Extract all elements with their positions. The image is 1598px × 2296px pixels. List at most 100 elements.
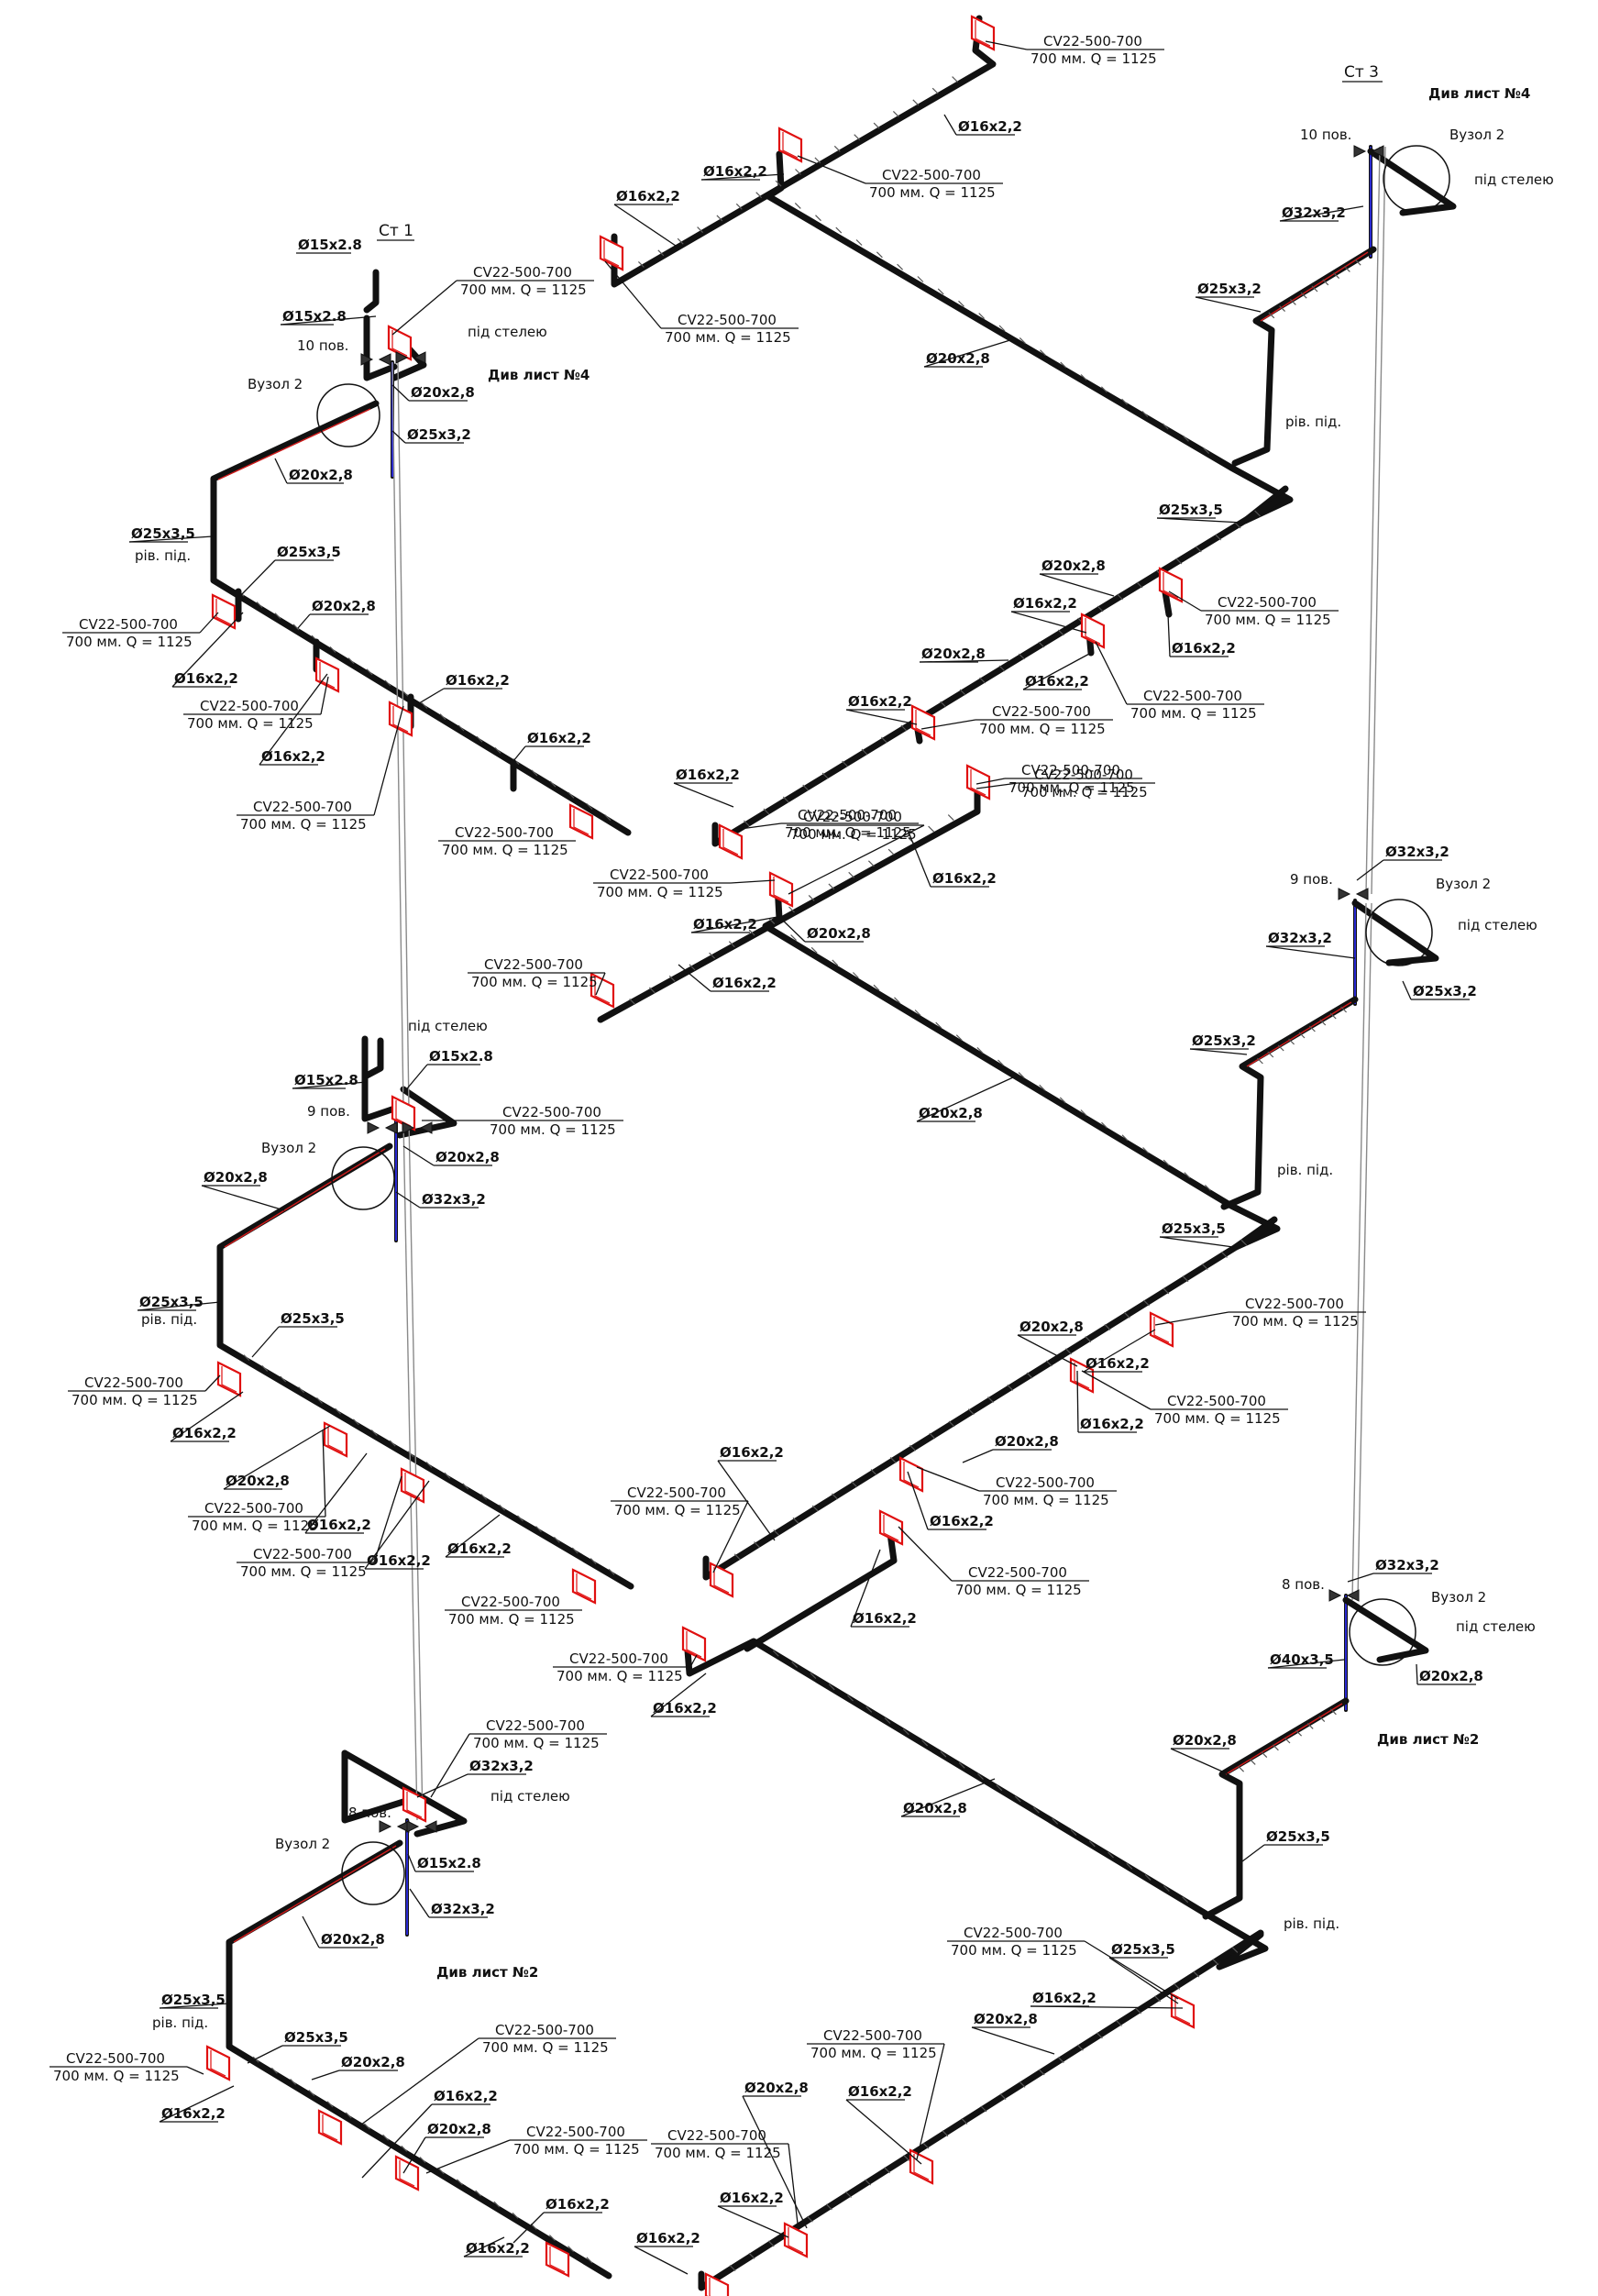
pipe-size-label-6: Ø25x3,5 (131, 525, 195, 542)
valve-2 (395, 351, 426, 364)
radiator-model-label: CV22-500-700 (1218, 594, 1317, 611)
label-leader (907, 1471, 929, 1530)
radiator-body (400, 1467, 425, 1504)
valve-right (378, 353, 391, 366)
st1-9-branch-upper (361, 1035, 403, 1122)
floor-label-8-st1: 8 пов. (348, 1805, 391, 1821)
riser-link-st3-d (1357, 902, 1372, 1601)
radiator-inner (215, 599, 232, 625)
pipe-size-label-41: Ø25x3,5 (284, 2029, 348, 2046)
radiator-inner (709, 2278, 711, 2296)
node-circle-9-st1 (331, 1146, 395, 1210)
pipe-size-label-52: Ø16x2,2 (958, 118, 1022, 135)
valve-left (379, 1820, 392, 1833)
label-leader (845, 709, 918, 725)
radiator-model-label: CV22-500-700 (495, 2022, 594, 2038)
st2-10-return (711, 493, 1287, 847)
pipe-size-label-55: Ø20x2,8 (926, 350, 990, 367)
pipe-size-label-12: Ø16x2,2 (527, 730, 591, 746)
sheet-ref-2-st3: Див лист №2 (1377, 1731, 1479, 1748)
radiator-body (704, 2272, 730, 2296)
pipe-size-label-66: Ø16x2,2 (1025, 673, 1089, 690)
radiator-inner (1174, 1998, 1191, 2025)
floor-level-note-9-st1: рів. під. (141, 1311, 197, 1328)
pipe-size-label-64: Ø16x2,2 (1172, 640, 1236, 657)
radiator-model-label: CV22-500-700 (1245, 1296, 1344, 1312)
st3-10-hot (1260, 251, 1369, 322)
ceiling-note-8-st1: під стелею (490, 1788, 570, 1805)
label-leader (159, 2003, 230, 2009)
st1-10-branch-upper (363, 315, 398, 381)
radiator-power-label: 700 мм. Q = 1125 (192, 1518, 318, 1534)
label-leader (1010, 611, 1087, 634)
label-leader (413, 688, 445, 707)
ceiling-note-8-st3: під стелею (1456, 1618, 1536, 1635)
radiator-power-label: 700 мм. Q = 1125 (473, 1735, 600, 1751)
floor-label-9-st1: 9 пов. (307, 1103, 350, 1120)
st1-9-main (216, 1142, 634, 1590)
label-leader (1076, 1370, 1079, 1433)
radiator-label-leader (320, 676, 329, 715)
valve-right (413, 351, 426, 364)
st1-8-ticks (252, 2056, 593, 2264)
node-label-10-st3: Вузол 2 (1449, 127, 1504, 143)
pipe-size-label-82: Ø20x2,8 (919, 1105, 983, 1121)
st2-8-upper (744, 1523, 898, 1652)
pipe-size-label-9: Ø16x2,2 (174, 670, 238, 687)
label-leader (302, 1915, 320, 1948)
radiator-label-leader (1154, 1311, 1229, 1326)
valve-left (1338, 888, 1351, 900)
label-leader (247, 2045, 283, 2064)
floor-label-10-st3: 10 пов. (1300, 127, 1351, 143)
label-leader (1039, 573, 1115, 597)
st3-9-main (1220, 996, 1359, 1210)
radiator-label-leader (391, 280, 457, 336)
radiator-label-leader (916, 1466, 980, 1492)
radiator-inner (975, 20, 991, 47)
radiator-inner (970, 769, 986, 796)
label-leader (159, 2085, 235, 2123)
label-leader (445, 1514, 501, 1558)
radiator-power-label: 700 мм. Q = 1125 (1030, 50, 1157, 67)
radiator-label-leader (797, 155, 866, 184)
radiator-label-leader (1081, 1370, 1152, 1410)
pipe-size-label-45: Ø20x2,8 (427, 2121, 491, 2137)
st1-8-branch (341, 1750, 407, 1824)
label-leader (1267, 1659, 1345, 1669)
radiator-model-label: CV22-500-700 (678, 312, 777, 328)
pipe-size-label-19: Ø15x2.8 (429, 1048, 493, 1065)
label-leader (170, 1391, 244, 1442)
radiator-model-label: CV22-500-700 (803, 809, 902, 825)
radiator-model-label: CV22-500-700 (968, 1564, 1067, 1581)
radiator-label-leader (322, 1429, 326, 1518)
pipe-size-label-3: Ø20x2,8 (411, 384, 475, 401)
radiator-inner (1163, 572, 1179, 599)
label-leader (690, 916, 778, 933)
st3-8-loop (1342, 1596, 1429, 1663)
st3-8-ticks (1238, 1708, 1337, 1772)
radiator-body (1069, 1357, 1095, 1394)
radiator-31 (681, 1626, 707, 1662)
label-leader (395, 1191, 421, 1209)
pipe-size-label-100: Ø20x2,8 (1419, 1668, 1483, 1684)
valve-8 (1338, 888, 1369, 900)
st1-9-top-stub (363, 1037, 384, 1079)
valve-left (360, 353, 374, 366)
valve-right (384, 1121, 398, 1134)
pipe-size-label-108: Ø25x3,5 (1111, 1941, 1175, 1958)
valve-9 (1328, 1589, 1360, 1602)
pipe-size-label-98: Ø32x3,2 (1375, 1557, 1439, 1573)
pipe-size-label-109: Ø16x2,2 (1032, 1990, 1097, 2006)
radiator-24 (768, 871, 794, 908)
floor-level-note-10-st3: рів. під. (1285, 414, 1341, 430)
radiator-power-label: 700 мм. Q = 1125 (665, 329, 791, 346)
pipe-network (210, 15, 1457, 2291)
ceiling-note-9-st3: під стелею (1458, 917, 1537, 933)
label-leader (1030, 2005, 1184, 2009)
label-leader (402, 1145, 435, 1166)
pipe-size-label-10: Ø16x2,2 (261, 748, 325, 765)
riser-link-st1-b (397, 361, 410, 1110)
radiator-power-label: 700 мм. Q = 1125 (983, 1492, 1109, 1508)
valve-left (406, 1820, 420, 1833)
radiator-power-label: 700 мм. Q = 1125 (490, 1121, 616, 1138)
